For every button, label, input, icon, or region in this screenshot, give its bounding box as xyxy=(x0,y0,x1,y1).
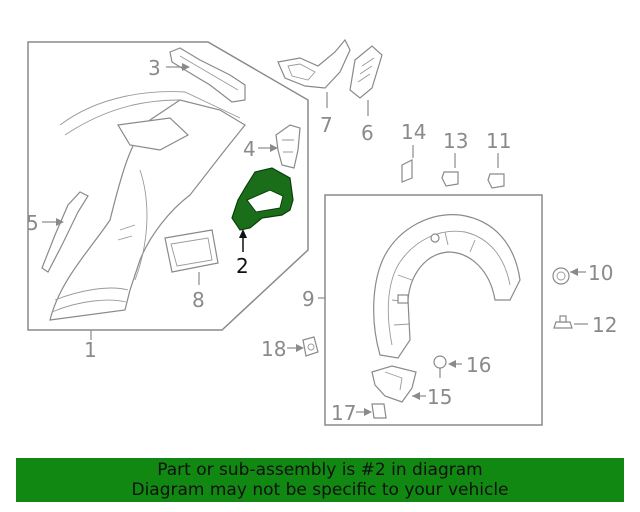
arrow-15 xyxy=(412,392,420,400)
callout-8: 8 xyxy=(192,288,205,312)
part-10-drawing xyxy=(552,267,570,285)
part-15-drawing xyxy=(371,365,417,403)
part-16-drawing xyxy=(433,355,447,378)
callout-11: 11 xyxy=(486,129,511,153)
part-18-drawing xyxy=(302,336,319,357)
part-2-drawing xyxy=(231,167,294,231)
banner-line-2: Diagram may not be specific to your vehi… xyxy=(131,480,509,500)
part-6-drawing xyxy=(349,45,383,99)
callout-13: 13 xyxy=(443,129,468,153)
part-11-drawing xyxy=(487,173,505,189)
parts-diagram: 3 4 5 2 8 7 6 9 1 xyxy=(26,38,617,426)
quarter-panel-group xyxy=(27,41,309,331)
callout-7: 7 xyxy=(320,113,333,137)
callout-6: 6 xyxy=(361,121,374,145)
part-17-drawing xyxy=(371,403,387,419)
callout-10: 10 xyxy=(588,261,613,285)
arrow-18 xyxy=(296,344,304,352)
part-14-drawing xyxy=(401,159,413,183)
banner-line-1: Part or sub-assembly is #2 in diagram xyxy=(157,460,483,480)
part-8-drawing xyxy=(164,229,219,273)
part-9-drawing xyxy=(373,214,521,359)
arrow-16 xyxy=(448,360,456,368)
arrow-5 xyxy=(56,218,64,226)
part-info-banner: Part or sub-assembly is #2 in diagram Di… xyxy=(16,458,624,502)
callout-3: 3 xyxy=(148,56,161,80)
part-7-drawing xyxy=(277,38,351,89)
callout-1: 1 xyxy=(84,338,97,362)
arrow-4 xyxy=(270,144,278,152)
part-12-drawing xyxy=(553,315,573,329)
callout-14: 14 xyxy=(401,120,426,144)
callout-2: 2 xyxy=(236,254,249,278)
arrow-17 xyxy=(364,408,372,416)
callout-17: 17 xyxy=(331,401,356,425)
callout-15: 15 xyxy=(427,385,452,409)
part-5-drawing xyxy=(41,191,89,273)
arrow-2 xyxy=(239,229,247,238)
callout-16: 16 xyxy=(466,353,491,377)
callout-4: 4 xyxy=(243,137,256,161)
callout-18: 18 xyxy=(261,337,286,361)
arrow-10 xyxy=(570,268,578,276)
part-13-drawing xyxy=(441,171,459,187)
callout-12: 12 xyxy=(592,313,617,337)
arrow-3 xyxy=(182,63,190,71)
callout-5: 5 xyxy=(26,211,39,235)
callout-9: 9 xyxy=(302,287,315,311)
part-4-drawing xyxy=(275,124,301,169)
